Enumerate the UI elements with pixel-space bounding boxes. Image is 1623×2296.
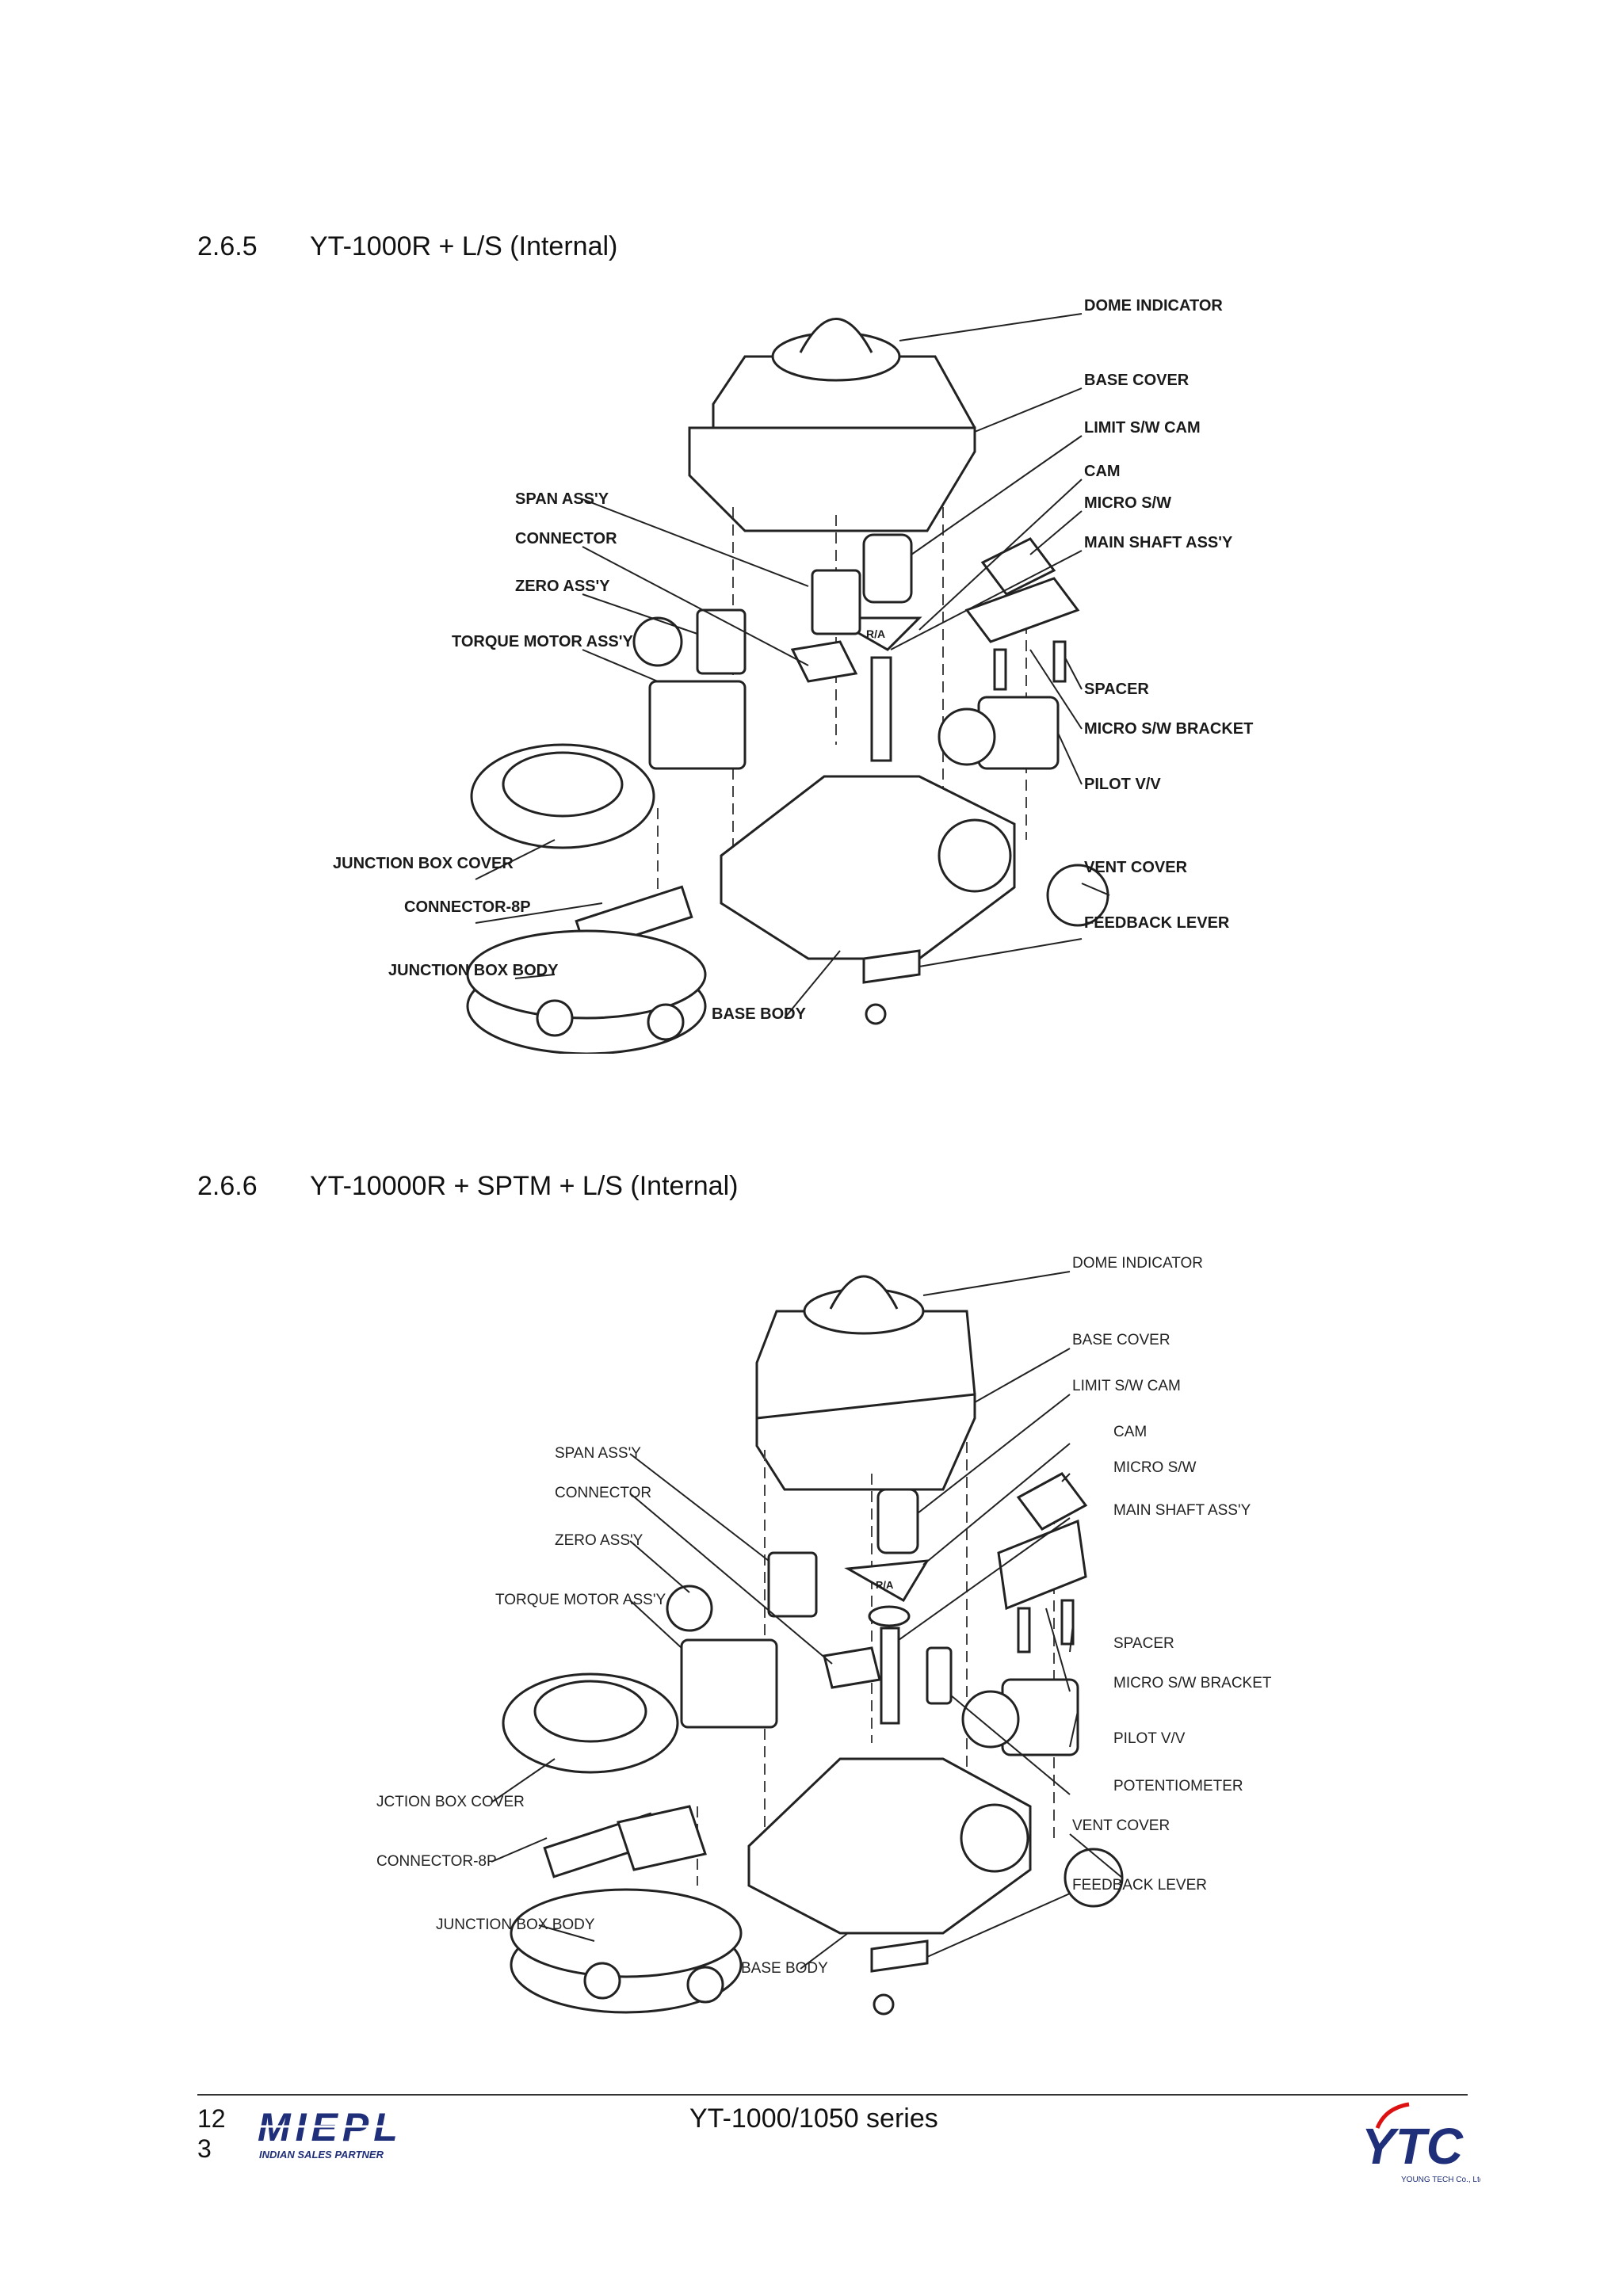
- svg-text:R/A: R/A: [866, 627, 885, 640]
- label-limit-cam: LIMIT S/W CAM: [1072, 1378, 1181, 1394]
- leader-lines: [491, 1271, 1123, 1970]
- label-dome-indicator: DOME INDICATOR: [1072, 1255, 1203, 1272]
- part-labels: DOME INDICATOR BASE COVER LIMIT S/W CAM …: [333, 297, 1253, 1023]
- base-cover-part: [688, 318, 976, 532]
- label-feedback-lever: FEEDBACK LEVER: [1084, 914, 1230, 932]
- label-zero: ZERO ASS'Y: [515, 578, 610, 595]
- label-torque-motor: TORQUE MOTOR ASS'Y: [495, 1592, 666, 1608]
- label-pilot: PILOT V/V: [1084, 776, 1161, 793]
- base-cover-part: [755, 1275, 976, 1491]
- internal-parts: R/A: [466, 533, 1109, 1054]
- section-number: 2.6.6: [197, 1171, 258, 1201]
- label-span: SPAN ASS'Y: [555, 1445, 641, 1462]
- label-jb-body: JUNCTION BOX BODY: [436, 1917, 595, 1933]
- label-potentiometer: POTENTIOMETER: [1113, 1778, 1243, 1794]
- footer-rule: [197, 2094, 1468, 2096]
- label-feedback-lever: FEEDBACK LEVER: [1072, 1877, 1207, 1894]
- ytc-logo: YTC YOUNG TECH Co., Ltd: [1361, 2102, 1480, 2184]
- label-micro-bracket: MICRO S/W BRACKET: [1084, 720, 1253, 738]
- svg-text:MIEPL: MIEPL: [258, 2107, 403, 2149]
- label-micro-sw: MICRO S/W: [1084, 494, 1171, 512]
- page-number: 12 3: [197, 2104, 226, 2163]
- part-labels: DOME INDICATOR BASE COVER LIMIT S/W CAM …: [376, 1255, 1272, 1977]
- label-jb-body: JUNCTION BOX BODY: [388, 962, 559, 979]
- internal-parts: R/A: [502, 1472, 1124, 2016]
- label-pilot: PILOT V/V: [1113, 1730, 1186, 1747]
- section-title: YT-10000R + SPTM + L/S (Internal): [310, 1171, 739, 1201]
- label-torque-motor: TORQUE MOTOR ASS'Y: [452, 633, 634, 650]
- svg-text:R/A: R/A: [876, 1579, 894, 1591]
- label-main-shaft: MAIN SHAFT ASS'Y: [1084, 534, 1233, 551]
- label-micro-sw: MICRO S/W: [1113, 1459, 1197, 1476]
- document-title: YT-1000/1050 series: [689, 2103, 938, 2134]
- label-cam: CAM: [1113, 1424, 1147, 1440]
- label-spacer: SPACER: [1084, 681, 1149, 698]
- svg-text:INDIAN SALES PARTNER: INDIAN SALES PARTNER: [259, 2149, 384, 2161]
- label-zero: ZERO ASS'Y: [555, 1532, 643, 1549]
- label-base-body: BASE BODY: [712, 1005, 807, 1023]
- label-cam: CAM: [1084, 463, 1121, 480]
- label-dome-indicator: DOME INDICATOR: [1084, 297, 1223, 315]
- section-heading-265: 2.6.5 YT-1000R + L/S (Internal): [197, 231, 617, 262]
- section-number: 2.6.5: [197, 231, 258, 261]
- label-jb-cover: JUNCTION BOX COVER: [333, 855, 514, 872]
- exploded-diagram-266: R/A: [376, 1255, 1272, 2016]
- label-connector-8p: CONNECTOR-8P: [376, 1853, 497, 1870]
- label-limit-cam: LIMIT S/W CAM: [1084, 419, 1201, 437]
- label-connector: CONNECTOR: [515, 530, 617, 547]
- label-base-cover: BASE COVER: [1084, 372, 1190, 389]
- label-connector: CONNECTOR: [555, 1485, 651, 1501]
- label-jb-cover: JCTION BOX COVER: [376, 1794, 525, 1810]
- label-base-body: BASE BODY: [741, 1960, 828, 1977]
- label-vent-cover: VENT COVER: [1072, 1817, 1170, 1834]
- section-title: YT-1000R + L/S (Internal): [310, 231, 618, 261]
- label-span: SPAN ASS'Y: [515, 490, 609, 508]
- label-connector-8p: CONNECTOR-8P: [404, 898, 531, 916]
- svg-text:YTC: YTC: [1361, 2118, 1464, 2175]
- label-vent-cover: VENT COVER: [1084, 859, 1188, 876]
- label-micro-bracket: MICRO S/W BRACKET: [1113, 1675, 1272, 1691]
- label-spacer: SPACER: [1113, 1635, 1174, 1652]
- exploded-diagram-265: R/A: [333, 297, 1253, 1054]
- miepl-logo: MIEPL INDIAN SALES PARTNER: [258, 2107, 420, 2161]
- label-main-shaft: MAIN SHAFT ASS'Y: [1113, 1502, 1251, 1519]
- label-base-cover: BASE COVER: [1072, 1332, 1170, 1348]
- svg-text:YOUNG TECH Co., Ltd: YOUNG TECH Co., Ltd: [1401, 2176, 1480, 2184]
- leader-lines: [475, 313, 1110, 1019]
- section-heading-266: 2.6.6 YT-10000R + SPTM + L/S (Internal): [197, 1171, 738, 1202]
